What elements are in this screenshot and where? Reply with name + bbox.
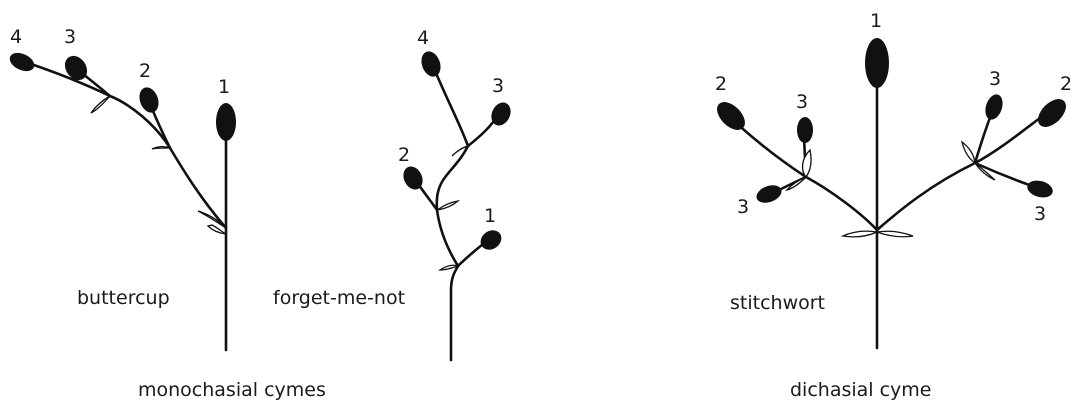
stitchwort-number-2-right: 2 <box>1060 73 1072 95</box>
forget-me-not-flower-2 <box>403 166 423 190</box>
caption-dichasial: dichasial cyme <box>790 379 932 401</box>
forget-me-not-number-4: 4 <box>417 27 429 49</box>
forget-me-not-number-3: 3 <box>492 75 504 97</box>
stitchwort-bract <box>960 140 976 165</box>
buttercup-bract <box>151 145 171 150</box>
buttercup-branch-2 <box>148 102 228 230</box>
forget-me-not-number-1: 1 <box>484 205 496 227</box>
buttercup-flower-4 <box>9 52 35 72</box>
stitchwort-bract <box>876 230 914 238</box>
stitchwort-number-2-left: 2 <box>715 73 727 95</box>
stitchwort-flower-1 <box>865 38 889 88</box>
stitchwort-bract <box>785 176 807 192</box>
buttercup-bract <box>206 224 227 235</box>
stitchwort-bract <box>974 162 996 181</box>
forget-me-not-flower-3 <box>491 102 511 126</box>
stitchwort-number-3-left-down: 3 <box>737 196 749 218</box>
forget-me-not-branch-mid <box>435 144 470 268</box>
stitchwort-flower-3-left-down <box>756 185 782 203</box>
forget-me-not-number-2: 2 <box>398 144 410 166</box>
buttercup-diagram: 1 2 3 4 buttercup <box>9 26 236 352</box>
buttercup-number-2: 2 <box>139 60 151 82</box>
stitchwort-right-branch <box>875 110 1050 232</box>
forget-me-not-diagram: 1 2 3 4 forget-me-not <box>273 27 511 362</box>
stitchwort-flower-3-right-down <box>1027 180 1053 198</box>
forget-me-not-label: forget-me-not <box>273 287 405 309</box>
buttercup-flower-2 <box>139 87 159 113</box>
forget-me-not-main-stem <box>449 264 460 362</box>
stitchwort-flower-3-right-up <box>985 94 1003 120</box>
stitchwort-number-3-right-down: 3 <box>1034 203 1046 225</box>
stitchwort-right-sub-down <box>973 161 1037 189</box>
buttercup-number-4: 4 <box>10 26 22 48</box>
forget-me-not-bract <box>436 200 461 211</box>
forget-me-not-flower-1 <box>480 230 502 250</box>
stitchwort-label: stitchwort <box>730 292 825 314</box>
stitchwort-flower-3-left-up <box>797 117 813 143</box>
forget-me-not-branch-4 <box>431 64 470 148</box>
buttercup-flower-3 <box>64 55 88 81</box>
forget-me-not-bract <box>451 145 469 157</box>
stitchwort-flower-2-right <box>1038 99 1066 127</box>
stitchwort-diagram: 1 2 2 3 3 3 3 stitchwort <box>715 10 1072 350</box>
stitchwort-number-3-right-up: 3 <box>989 68 1001 90</box>
buttercup-flower-1 <box>216 103 236 141</box>
buttercup-number-3: 3 <box>64 26 76 48</box>
stitchwort-bract <box>840 230 880 238</box>
forget-me-not-flower-4 <box>421 51 441 77</box>
caption-monochasial: monochasial cymes <box>138 379 326 401</box>
stitchwort-flower-2-left <box>717 102 745 130</box>
stitchwort-number-1: 1 <box>870 10 882 32</box>
buttercup-bract <box>90 95 111 114</box>
buttercup-label: buttercup <box>77 287 170 309</box>
buttercup-bract <box>197 210 227 229</box>
stitchwort-bract <box>801 148 812 179</box>
forget-me-not-bract <box>437 264 461 271</box>
buttercup-number-1: 1 <box>218 76 230 98</box>
stitchwort-number-3-left-up: 3 <box>796 91 808 113</box>
